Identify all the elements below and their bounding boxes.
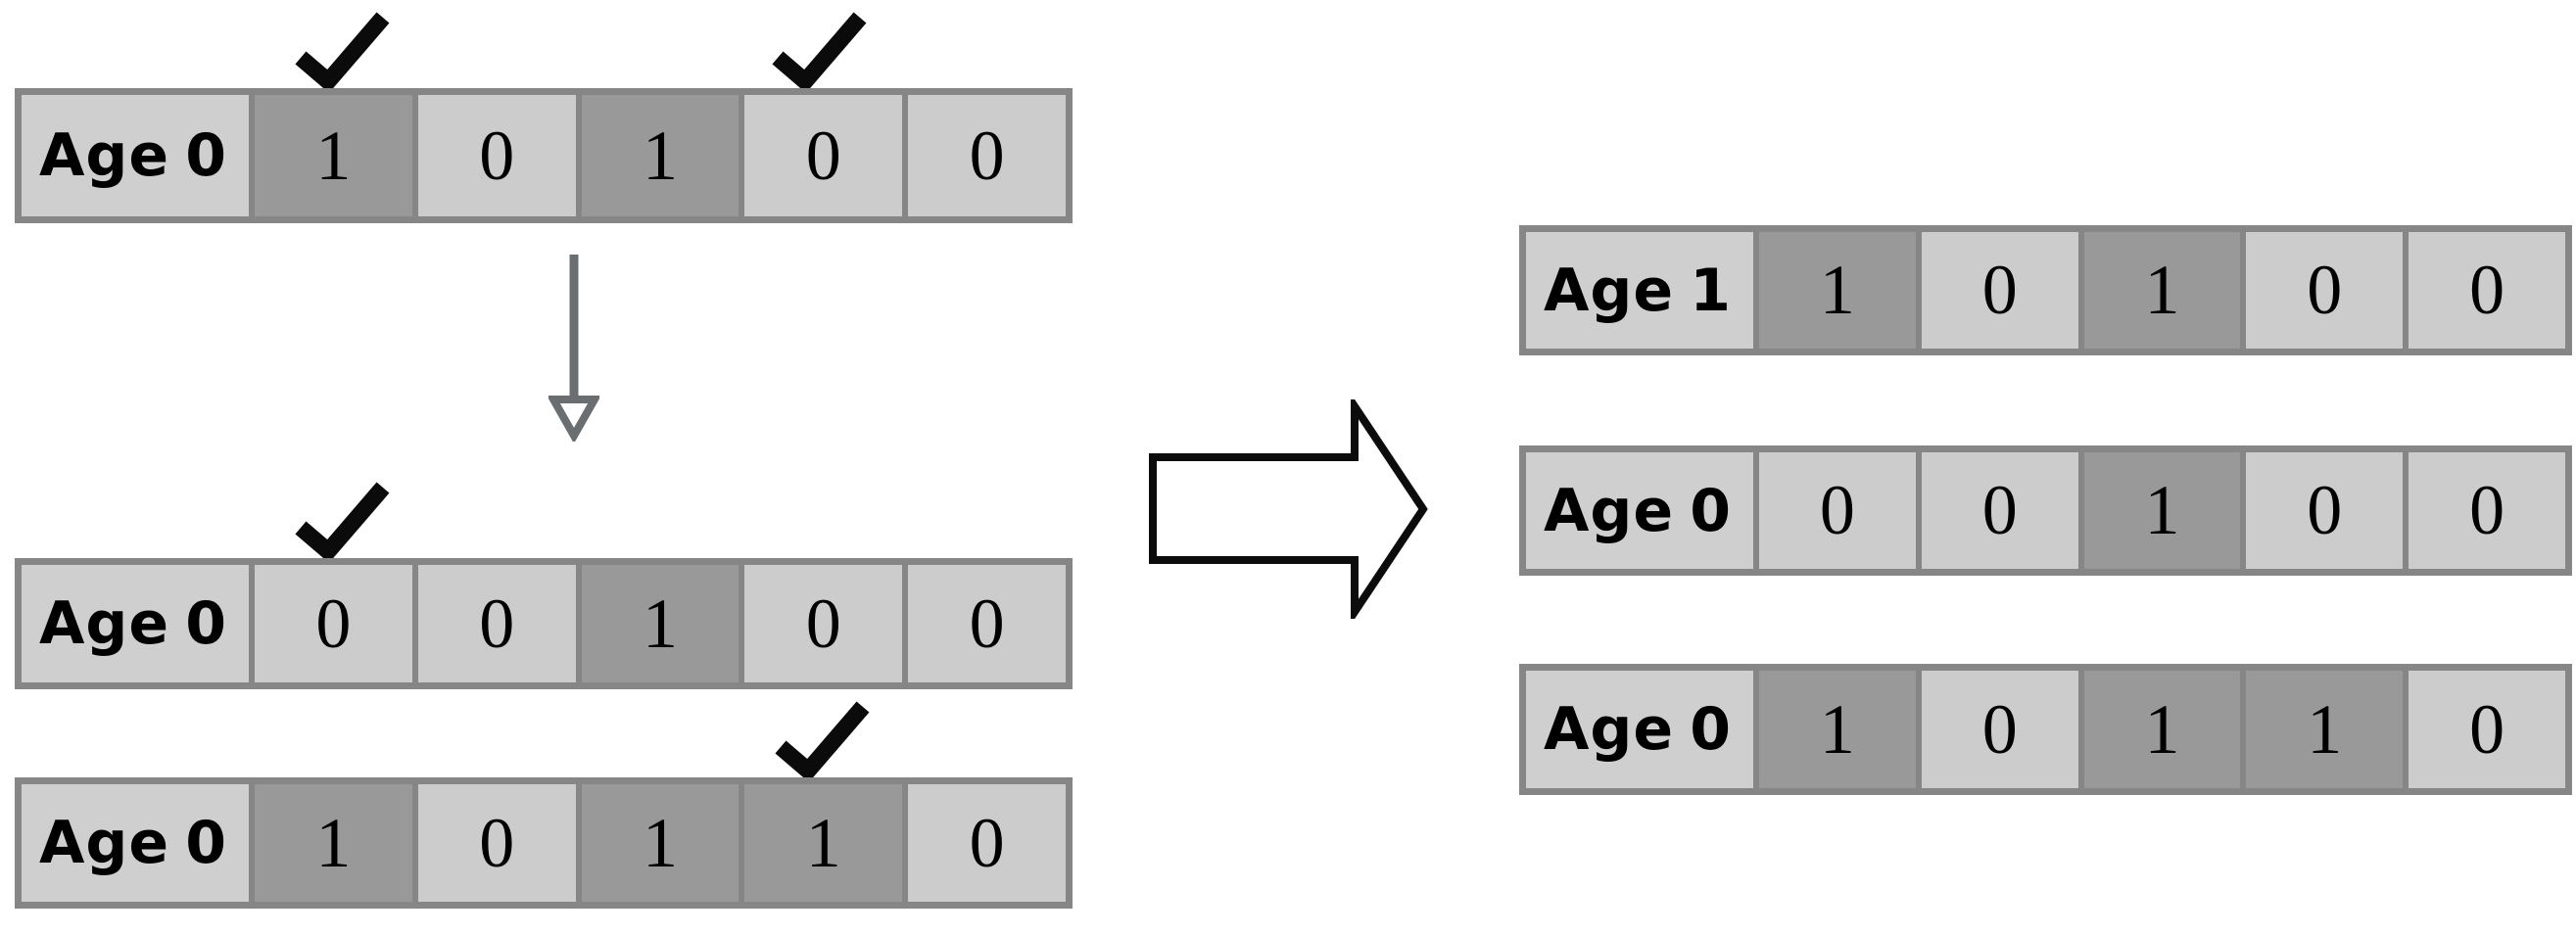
gene-cell: 1 [581,784,745,902]
chromosome-row-left-1: Age 0 1 0 1 0 0 [15,88,1073,223]
age-value: 0 [185,589,227,658]
gene-cell: 1 [1759,671,1922,788]
gene-cell: 1 [2083,671,2247,788]
gene-cell: 1 [2083,232,2247,349]
chromosome-row-right-2: Age 0 0 0 1 0 0 [1519,445,2572,576]
gene-cell: 0 [417,784,582,902]
gene-cell: 0 [1759,452,1922,569]
gene-cell: 0 [255,565,418,682]
gene-cell: 0 [908,95,1066,216]
down-arrow-icon [549,255,599,442]
gene-cell: 1 [2083,452,2247,569]
gene-cell: 1 [255,95,418,216]
gene-cell: 0 [2246,232,2409,349]
age-label-cell: Age 0 [1526,452,1759,569]
age-word: Age [39,121,170,190]
age-word: Age [39,589,170,658]
checkmark-icon [775,701,870,777]
chromosome-row-right-3: Age 0 1 0 1 1 0 [1519,664,2572,795]
chromosome-row-left-3: Age 0 1 0 1 1 0 [15,777,1073,909]
gene-cell: 1 [581,95,745,216]
age-label-cell: Age 0 [22,565,255,682]
checkmark-icon [295,482,390,558]
gene-cell: 0 [1921,671,2084,788]
gene-cell: 0 [744,565,909,682]
gene-cell: 1 [1759,232,1922,349]
gene-cell: 0 [1921,452,2084,569]
age-value: 0 [185,809,227,877]
gene-cell: 1 [744,784,909,902]
age-label-cell: Age 1 [1526,232,1759,349]
age-value: 1 [1690,256,1732,325]
gene-cell: 1 [255,784,418,902]
age-label-cell: Age 0 [1526,671,1759,788]
gene-cell: 0 [908,784,1066,902]
age-word: Age [1544,476,1675,545]
right-arrow-icon [1149,399,1428,619]
gene-cell: 1 [2246,671,2409,788]
age-value: 0 [1690,476,1732,545]
chromosome-row-right-1: Age 1 1 0 1 0 0 [1519,225,2572,355]
gene-cell: 0 [417,95,582,216]
age-value: 0 [1690,695,1732,764]
gene-cell: 0 [2409,671,2565,788]
gene-cell: 1 [581,565,745,682]
gene-cell: 0 [1921,232,2084,349]
gene-cell: 0 [2409,452,2565,569]
gene-cell: 0 [2409,232,2565,349]
checkmark-icon [772,12,867,88]
age-label-cell: Age 0 [22,95,255,216]
age-value: 0 [185,121,227,190]
chromosome-row-left-2: Age 0 0 0 1 0 0 [15,558,1073,689]
age-label-cell: Age 0 [22,784,255,902]
age-word: Age [1544,695,1675,764]
gene-cell: 0 [417,565,582,682]
gene-cell: 0 [908,565,1066,682]
gene-cell: 0 [2246,452,2409,569]
gene-cell: 0 [744,95,909,216]
age-word: Age [39,809,170,877]
checkmark-icon [295,12,390,88]
age-word: Age [1544,256,1675,325]
